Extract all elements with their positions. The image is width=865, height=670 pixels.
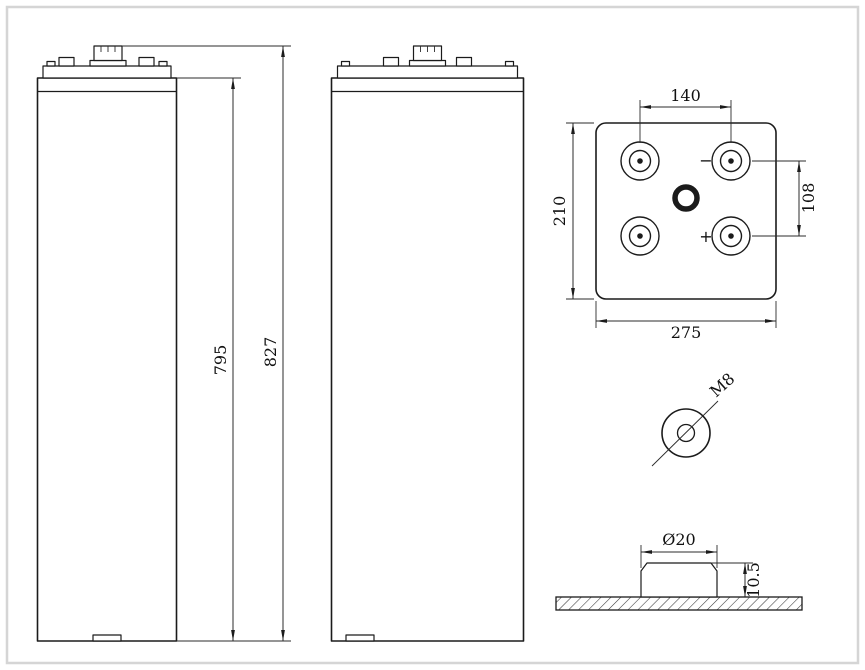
polarity-negative: − bbox=[699, 151, 712, 170]
post-section-detail: Ø20 10.5 bbox=[555, 530, 803, 611]
front-bottom-notch bbox=[92, 634, 122, 642]
front-lid-lug-right bbox=[158, 60, 168, 67]
dim-label-210: 210 bbox=[550, 196, 569, 227]
dim-label-140: 140 bbox=[670, 86, 701, 105]
front-vent-collar bbox=[89, 59, 127, 67]
side-bottom-notch bbox=[345, 634, 375, 642]
front-terminal-left bbox=[58, 56, 75, 67]
side-body bbox=[330, 77, 525, 642]
front-body bbox=[36, 77, 178, 642]
dim-label-d20: Ø20 bbox=[662, 530, 695, 549]
top-view: − + bbox=[595, 122, 777, 300]
dim-label-10-5: 10.5 bbox=[744, 562, 763, 598]
dim-label-275: 275 bbox=[671, 323, 702, 342]
side-lid-plate bbox=[336, 65, 519, 79]
front-terminal-right bbox=[138, 56, 155, 67]
sheet-border bbox=[5, 5, 860, 665]
side-lid-lug-left bbox=[340, 60, 351, 67]
terminal-inner-circle bbox=[676, 423, 696, 443]
side-terminal-right bbox=[455, 56, 473, 67]
center-vent bbox=[672, 184, 700, 212]
terminal-bottom-left bbox=[620, 216, 660, 256]
front-lid-plate bbox=[42, 65, 172, 79]
front-vent-ribs bbox=[100, 46, 116, 52]
side-terminal-left bbox=[382, 56, 400, 67]
front-view bbox=[36, 45, 178, 642]
side-view bbox=[330, 45, 525, 642]
polarity-positive: + bbox=[699, 227, 712, 246]
side-lid-lug-right bbox=[504, 60, 515, 67]
terminal-bottom-right bbox=[711, 216, 751, 256]
terminal-outer-circle bbox=[661, 408, 711, 458]
terminal-post bbox=[640, 562, 718, 598]
terminal-thread-detail: M8 bbox=[651, 369, 738, 467]
dim-label-108: 108 bbox=[799, 183, 818, 214]
thread-label: M8 bbox=[706, 369, 738, 401]
top-view-dimensions: 140 210 108 275 bbox=[550, 86, 818, 342]
thread-leader-line bbox=[651, 400, 719, 467]
dim-label-827: 827 bbox=[261, 337, 280, 368]
dim-label-795: 795 bbox=[211, 345, 230, 376]
front-lid-lug-left bbox=[46, 60, 56, 67]
front-view-dimensions: 795 827 bbox=[122, 45, 291, 642]
side-vent-collar bbox=[408, 59, 447, 67]
mounting-plate bbox=[555, 596, 803, 611]
side-vent-ribs bbox=[420, 46, 435, 52]
